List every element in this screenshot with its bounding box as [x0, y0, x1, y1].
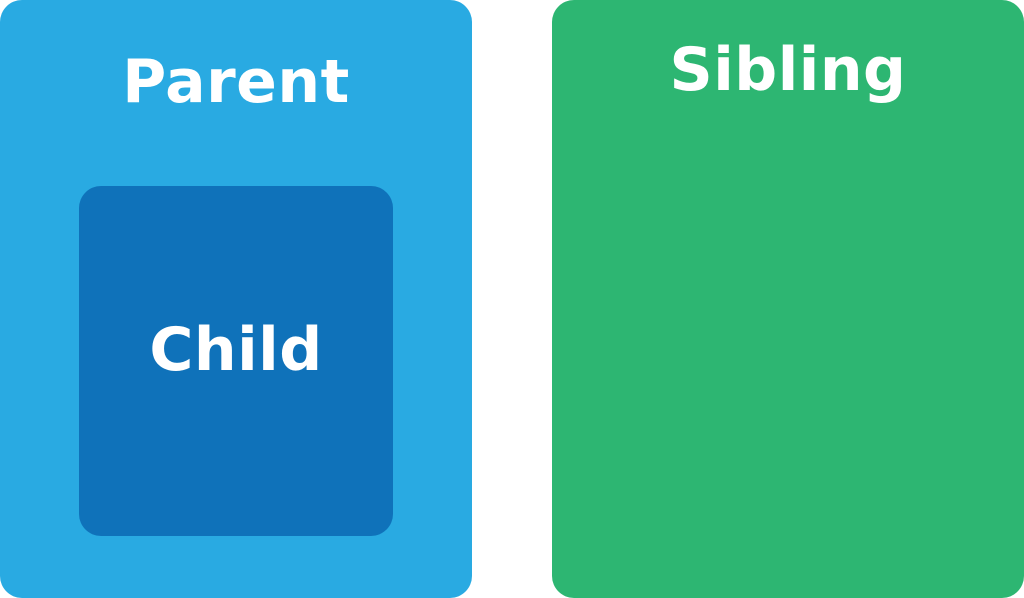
- parent-box: Parent Child: [0, 0, 472, 598]
- child-label: Child: [149, 315, 323, 385]
- sibling-label: Sibling: [669, 35, 907, 105]
- parent-label: Parent: [122, 47, 350, 117]
- child-box: Child: [79, 186, 393, 536]
- sibling-box: Sibling: [552, 0, 1024, 598]
